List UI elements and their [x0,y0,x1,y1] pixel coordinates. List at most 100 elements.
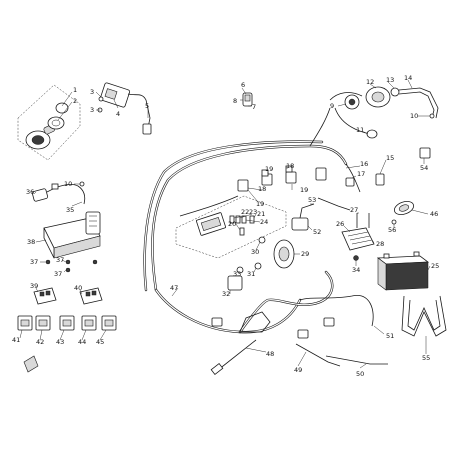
sensor-14-tube-inner [398,91,435,119]
battery-terminal-pos [413,251,420,257]
callout-18: 18 [286,162,294,170]
relay-18-a [237,179,249,192]
leader-50 [359,363,367,369]
ignition-washer [55,102,69,114]
sensor-13 [390,87,400,97]
bolt-10-left [79,181,85,187]
leader-48 [245,347,267,353]
callout-38: 38 [27,238,35,246]
screw-37-b [65,259,71,265]
harness-main-loop-upper-core [151,145,347,291]
sensor-36-clip [51,183,59,190]
probe-48 [210,339,257,376]
probe-48-tip [210,362,224,376]
callout-40: 40 [74,284,82,292]
leader-30 [255,241,261,251]
bulb-glass [244,94,251,102]
callout-4: 4 [116,110,120,118]
callout-11: 11 [356,126,364,134]
relay-44-face [84,319,94,327]
callout-9: 9 [330,102,334,110]
callout-37-a: 37 [30,258,38,266]
bracket-39-hole-a [39,291,45,297]
leader-16 [345,165,361,169]
bracket-39-hole-b [45,290,51,296]
relay-plug [142,123,152,135]
leader-56 [411,209,429,215]
sensor-36-body [31,188,49,202]
connector-53-wire [299,203,315,219]
ecu-connector [85,211,101,235]
regulator-body [341,227,375,251]
callout-8: 8 [233,97,237,105]
fuse-22 [229,215,235,224]
leader-38 [35,239,47,243]
ecu-end [43,227,55,259]
strap-frame-inner [407,299,441,331]
callout-48: 48 [266,350,274,358]
callout-41: 41 [12,336,20,344]
callout-13: 13 [386,76,394,84]
callout-1: 1 [73,86,77,94]
harness-wire-51 [299,295,374,327]
callout-49: 49 [294,366,302,374]
harness-connector-right [323,317,335,327]
leader-6 [241,87,247,95]
callout-42: 42 [36,338,44,346]
harness-branch-right-core [239,271,333,333]
nut-34 [353,255,359,261]
connector-52-body [291,217,309,231]
harness-main-loop-upper [151,144,348,292]
callout-19b: 19 [256,200,264,208]
callout-15: 15 [386,154,394,162]
harness-junction-block [239,311,271,333]
relay-19-c [285,165,293,173]
leader-35 [71,201,83,207]
leader-45 [99,329,107,341]
screw-37-c [65,267,71,273]
callout-43: 43 [56,338,64,346]
components-30-33 [227,236,266,291]
callout-26: 26 [336,220,344,228]
callout-33: 33 [233,270,241,278]
leader-49 [297,351,307,367]
callout-22: 22 [241,208,249,216]
sensor-9-center [348,98,356,106]
battery-terminal-neg [383,253,390,259]
leader-41 [19,329,23,339]
callout-23: 23 [249,208,257,216]
relays-18-19 [237,165,297,192]
leader-19-b [247,189,259,203]
callout-10-left: 10 [64,180,72,188]
callout-52: 52 [313,228,321,236]
leader-12 [369,83,377,89]
connector-6-8 [242,92,253,107]
leader-14 [407,79,413,89]
callout-19c: 19 [300,186,308,194]
ignition-nut-hole [51,119,61,127]
screws-37 [45,259,98,273]
module-32 [227,275,243,291]
leader-11 [363,131,369,135]
relays-41-45 [17,315,117,373]
leader-lines [19,79,431,369]
ring-31 [254,262,262,270]
brackets-39-40 [33,287,103,305]
bracket-40-hole-b [91,290,97,296]
leader-37-b [61,259,67,263]
callout-2: 2 [73,97,77,105]
leader-40 [79,289,83,295]
fuse-box-dashed-box [175,195,287,259]
callout-24: 24 [260,218,268,226]
leader-52 [307,225,313,231]
sensor-56-face [398,204,410,212]
fuse-20 [239,227,245,236]
sensor-wire-b [334,107,371,135]
callout-57: 56 [388,226,396,234]
callout-30: 30 [251,248,259,256]
regulator-fin-b [349,235,371,241]
relay-42-face [38,319,48,327]
callout-17: 17 [357,170,365,178]
callout-21: 21 [257,210,265,218]
callout-28: 28 [376,240,384,248]
